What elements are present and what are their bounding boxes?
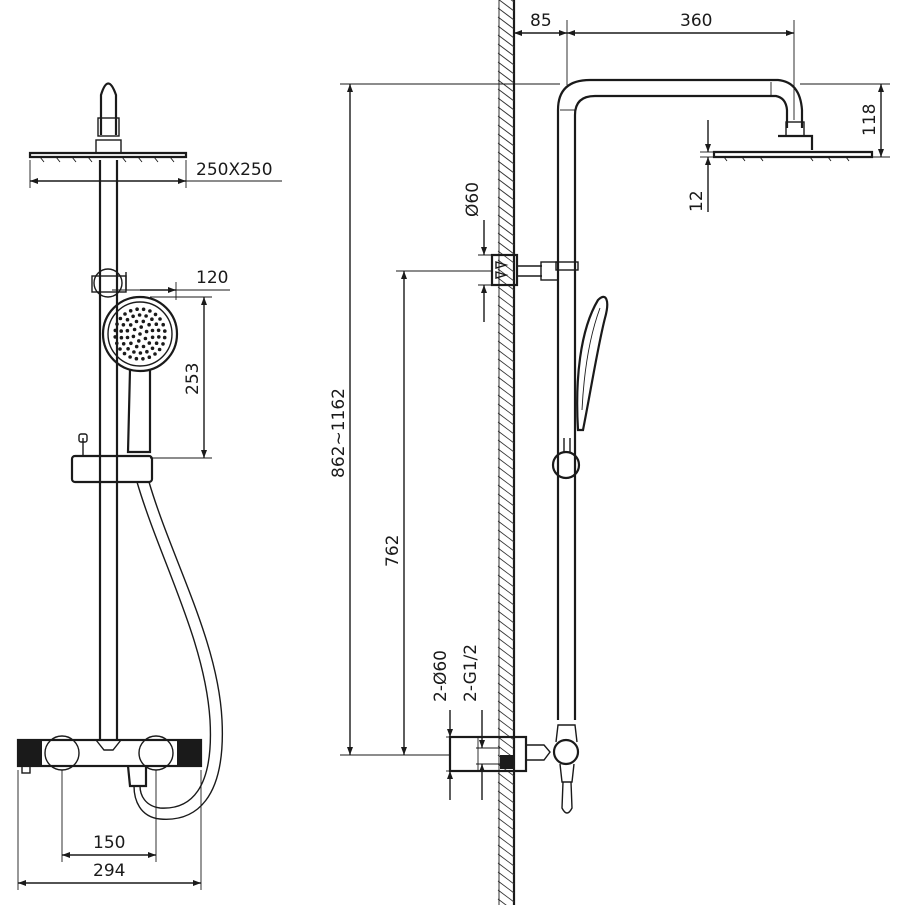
side-spout [561,781,573,814]
dim-head-size: 250X250 [196,160,273,180]
front-hand-shower-handle [126,369,152,454]
side-wall-bracket [490,253,519,287]
front-hose [136,481,212,809]
dim-total-height: 862~1162 [329,388,349,478]
front-spout [126,765,148,788]
dim-inlet-spacing: 150 [93,833,125,853]
side-view: 85 360 118 12 [329,0,890,905]
front-bracket [93,268,123,298]
dim-handshower-height: 253 [183,363,203,395]
front-view: 250X250 120 253 [16,82,282,890]
dim-mixer-width: 294 [93,861,125,881]
side-slider-knob [551,450,581,480]
front-arm-nut [97,117,120,137]
dim-inlet-dia: 2-Ø60 [431,650,451,702]
front-rain-head [28,151,188,159]
front-slider [70,454,154,484]
dim-inlet-thread: 2-G1/2 [461,644,481,702]
dim-bracket-dia: Ø60 [463,182,483,217]
side-rain-head [712,150,874,159]
side-arm-inner [573,94,789,720]
dim-head-thickness: 12 [687,190,707,212]
dim-holder-offset: 120 [196,268,228,288]
dim-wall-to-bar: 85 [530,11,552,31]
front-head-connector [95,139,122,154]
front-rain-nozzles [39,156,175,163]
front-arm [99,82,118,135]
dim-head-drop: 118 [860,104,880,136]
dim-arm-reach: 360 [680,11,712,31]
side-hand-shower [576,295,609,432]
side-diverter [552,738,580,766]
side-mixer [448,735,528,773]
wall-hatching [497,0,515,905]
hand-shower-nozzles [113,307,167,361]
dim-bracket-height: 762 [383,535,403,567]
front-hand-shower [101,295,179,373]
side-arm-outer [556,78,804,720]
left-knob [18,740,42,766]
right-knob [177,740,201,766]
